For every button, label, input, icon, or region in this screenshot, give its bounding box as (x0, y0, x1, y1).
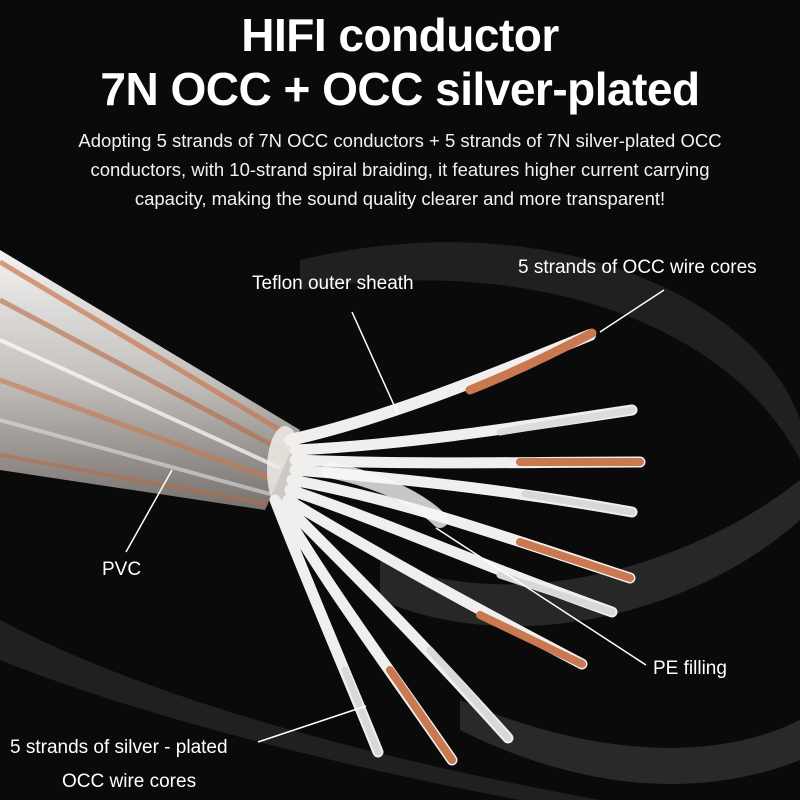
label-teflon-outer-sheath: Teflon outer sheath (252, 273, 414, 294)
label-occ-wire-cores: 5 strands of OCC wire cores (518, 257, 757, 278)
page-title: HIFI conductor (241, 9, 559, 61)
label-silver-plated-cores-cont: OCC wire cores (62, 771, 197, 792)
label-pvc: PVC (102, 559, 142, 580)
label-silver-plated-cores: 5 strands of silver - plated (10, 737, 228, 758)
description-line: Adopting 5 strands of 7N OCC conductors … (78, 130, 722, 151)
page-subtitle: 7N OCC + OCC silver-plated (100, 63, 700, 115)
label-pe-filling: PE filling (653, 658, 727, 679)
description: Adopting 5 strands of 7N OCC conductors … (20, 126, 780, 213)
description-line: conductors, with 10-strand spiral braidi… (90, 159, 710, 180)
fanned-wires (269, 328, 646, 766)
description-line: capacity, making the sound quality clear… (134, 188, 666, 209)
